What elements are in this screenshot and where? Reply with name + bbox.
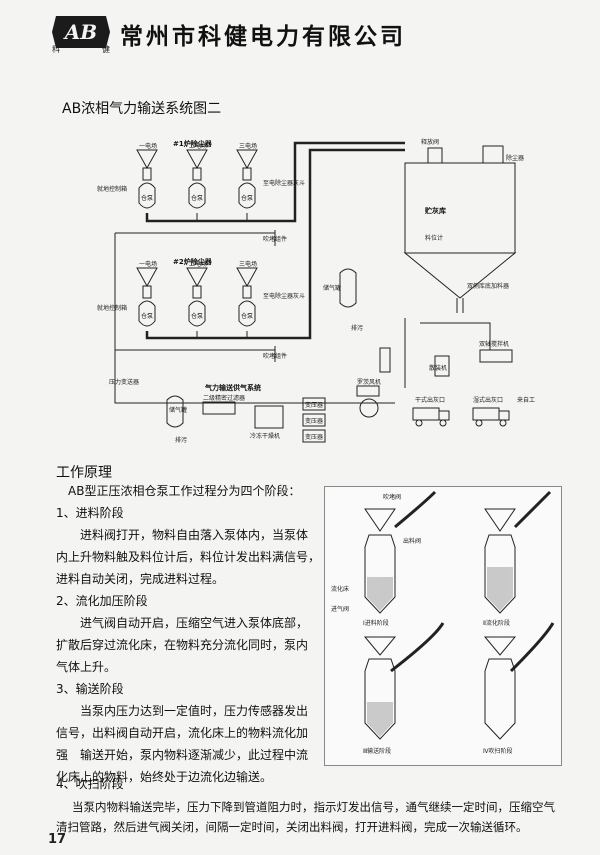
stage1-line2: 内上升物料触及料位计后，料位计发出料满信号， (56, 550, 321, 564)
purge-group-2: 吹堵组件 (263, 352, 287, 360)
section-intro: AB型正压浓相仓泵工作过程分为四个阶段： (68, 484, 301, 498)
stage1-line1: 进料阀打开，物料自由落入泵体内，当泵体 (80, 528, 309, 542)
stage1-line3: 进料自动关闭，完成进料过程。 (56, 572, 225, 586)
roots-blower-label: 罗茨风机 (357, 378, 381, 386)
stage-illustration: 吹堵阀 出料阀 流化床 进气阀 Ⅰ进料阶段 Ⅱ流化阶段 Ⅲ输送阶段 Ⅳ吹扫阶段 (324, 486, 562, 766)
stage4-title: 4、吹扫阶段 (56, 777, 124, 791)
illus-stage-iii: Ⅲ输送阶段 (363, 747, 391, 755)
diagram-title: AB浓相气力输送系统图二 (62, 101, 222, 117)
system-diagram: #1炉除尘器 #2炉除尘器 气力输送供气系统 贮灰库 一电场 二电场 三电场 一… (95, 118, 553, 448)
control-box-2: 就地控制箱 (97, 304, 127, 312)
field3-row1: 三电场 (239, 142, 257, 150)
release-valve-label: 释放阀 (421, 138, 439, 146)
pressure-transmitter-label: 压力变送器 (109, 378, 139, 386)
illus-blow-valve: 吹堵阀 (383, 493, 401, 501)
company-name: 常州市科健电力有限公司 (120, 24, 406, 50)
stage3-line1: 当泵内压力达到一定值时，压力传感器发出 (80, 704, 309, 718)
dispersing-label: 散装机 (429, 364, 447, 372)
stage2-line3: 气体上升。 (56, 660, 117, 674)
pump4-label: 仓泵 (141, 312, 153, 320)
purge-group-1: 吹堵组件 (263, 235, 287, 243)
control-box-1: 就地控制箱 (97, 185, 127, 193)
illus-stage-iv: Ⅳ吹扫阶段 (483, 747, 513, 755)
gas-system-label: 气力输送供气系统 (204, 383, 261, 392)
logo-sub-right: 健 (102, 45, 110, 54)
illus-fluid-bed: 流化床 (331, 585, 349, 593)
stage1-title: 1、进料阶段 (56, 506, 124, 520)
logo-sub-left: 科 (52, 45, 60, 54)
pump5-label: 仓泵 (191, 312, 203, 320)
field1-row2: 一电场 (139, 260, 157, 268)
stage2-line2: 扩散后穿过流化床，在物料充分流化同时，泵内 (56, 638, 309, 652)
stage2-line1: 进气阀自动开启，压缩空气进入泵体底部， (80, 616, 309, 630)
drain-label-2: 排污 (175, 436, 187, 444)
transformer-1: 变压器 (305, 401, 323, 409)
section-title: 工作原理 (56, 465, 112, 481)
industrial-water-label: 来自工业水管 (517, 396, 535, 404)
field3-row2: 三电场 (239, 260, 257, 268)
logo-subtitle: 科 健 (52, 44, 110, 55)
stage4-line1: 当泵内物料输送完毕，压力下降到管道阻力时，指示灯发出信号，通气继续一定时间，压缩… (72, 800, 555, 814)
storage-tank-label-2: 储气罐 (169, 406, 187, 414)
furnace2-label: #2炉除尘器 (173, 257, 213, 266)
logo-letters: AB (63, 20, 97, 44)
mixer-label: 双轴搅拌机 (479, 340, 509, 348)
illus-stage-ii: Ⅱ流化阶段 (483, 619, 510, 627)
field2-row1: 二电场 (189, 142, 207, 150)
double-side-label: 双侧库底加料器 (467, 282, 509, 290)
to-ash-1: 至电除尘器灰斗 (263, 179, 305, 187)
drain-label-1: 排污 (351, 324, 363, 332)
cold-dryer-label: 冷冻干燥机 (250, 432, 280, 440)
transformer-2: 变压器 (305, 417, 323, 425)
wet-outlet-label: 湿式出灰口 (473, 396, 503, 404)
to-ash-2: 至电除尘器灰斗 (263, 292, 305, 300)
silo-label: 贮灰库 (424, 206, 446, 215)
stage3-line2: 信号，出料阀自动开启，流化床上的物料流化加 (56, 726, 309, 740)
pump3-label: 仓泵 (241, 194, 253, 202)
field1-row1: 一电场 (139, 142, 157, 150)
stage3-line3: 强 输送开始，泵内物料逐渐减少，此过程中流 (56, 748, 309, 762)
company-logo: AB (52, 14, 110, 50)
level-meter-label: 料位计 (425, 234, 443, 242)
secondary-filter-label: 二级精密过滤器 (203, 394, 245, 402)
dry-outlet-label: 干式出灰口 (415, 396, 445, 404)
illus-inlet-valve: 进气阀 (331, 605, 349, 613)
stage3-title: 3、输送阶段 (56, 682, 124, 696)
illus-stage-i: Ⅰ进料阶段 (363, 619, 389, 627)
furnace1-label: #1炉除尘器 (173, 139, 213, 148)
dust-collector-label: 除尘器 (506, 154, 524, 162)
transformer-3: 变压器 (305, 433, 323, 441)
page-number: 17 (48, 832, 67, 847)
storage-tank-label-1: 储气罐 (323, 284, 341, 292)
pump1-label: 仓泵 (141, 194, 153, 202)
stage4-line2: 清扫管路，然后进气阀关闭，间隔一定时间，关闭出料阀，打开进料阀，完成一次输送循环… (56, 820, 528, 834)
illus-outlet-valve: 出料阀 (403, 537, 421, 545)
pump6-label: 仓泵 (241, 312, 253, 320)
stage3-line4: 化床上的物料，始终处于边流化边输送。 (56, 770, 273, 784)
field2-row2: 二电场 (189, 260, 207, 268)
stage2-title: 2、流化加压阶段 (56, 594, 148, 608)
pump2-label: 仓泵 (191, 194, 203, 202)
